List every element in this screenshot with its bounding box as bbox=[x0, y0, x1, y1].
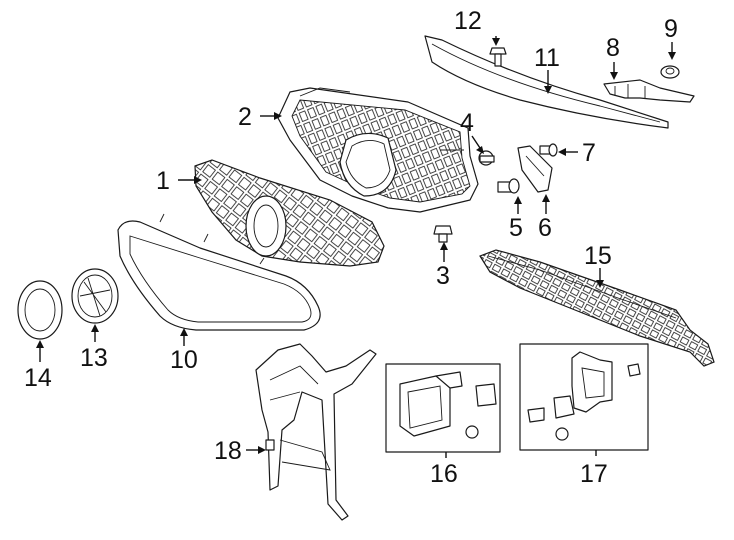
sensor-kit-box-16 bbox=[385, 363, 501, 453]
bolt-part-3 bbox=[433, 225, 453, 243]
callout-1: 1 bbox=[156, 167, 170, 195]
bolt-part-5 bbox=[497, 178, 520, 194]
radar-kit-box-17 bbox=[519, 343, 649, 451]
callout-4: 4 bbox=[460, 109, 474, 137]
callout-16: 16 bbox=[430, 460, 458, 488]
mesh-grille-part bbox=[194, 159, 385, 267]
callout-5: 5 bbox=[509, 214, 523, 242]
callout-18: 18 bbox=[214, 437, 242, 465]
clip-part-7 bbox=[539, 143, 558, 157]
energy-absorber-part bbox=[479, 249, 715, 367]
callout-8: 8 bbox=[606, 34, 620, 62]
emblem-part bbox=[71, 268, 119, 324]
callout-10: 10 bbox=[170, 346, 198, 374]
callout-17: 17 bbox=[580, 460, 608, 488]
callout-13: 13 bbox=[80, 344, 108, 372]
callout-14: 14 bbox=[24, 364, 52, 392]
callout-7: 7 bbox=[582, 139, 596, 167]
grommet-part-9 bbox=[660, 65, 680, 79]
callout-6: 6 bbox=[538, 214, 552, 242]
support-bracket-part bbox=[255, 343, 377, 521]
callout-3: 3 bbox=[436, 262, 450, 290]
callout-15: 15 bbox=[584, 242, 612, 270]
leader-lines bbox=[36, 36, 676, 458]
bracket-part-6 bbox=[517, 145, 553, 193]
callout-9: 9 bbox=[664, 15, 678, 43]
clip-part-12 bbox=[489, 47, 507, 67]
grille-frame-part bbox=[277, 87, 479, 213]
grille-surround-part bbox=[117, 213, 321, 331]
callout-2: 2 bbox=[238, 103, 252, 131]
callout-11: 11 bbox=[534, 44, 560, 72]
upper-garnish-part bbox=[424, 35, 669, 129]
bracket-part bbox=[603, 79, 695, 103]
callout-12: 12 bbox=[454, 7, 482, 35]
emblem-ring-part bbox=[17, 280, 63, 340]
clip-part-4 bbox=[478, 150, 495, 166]
